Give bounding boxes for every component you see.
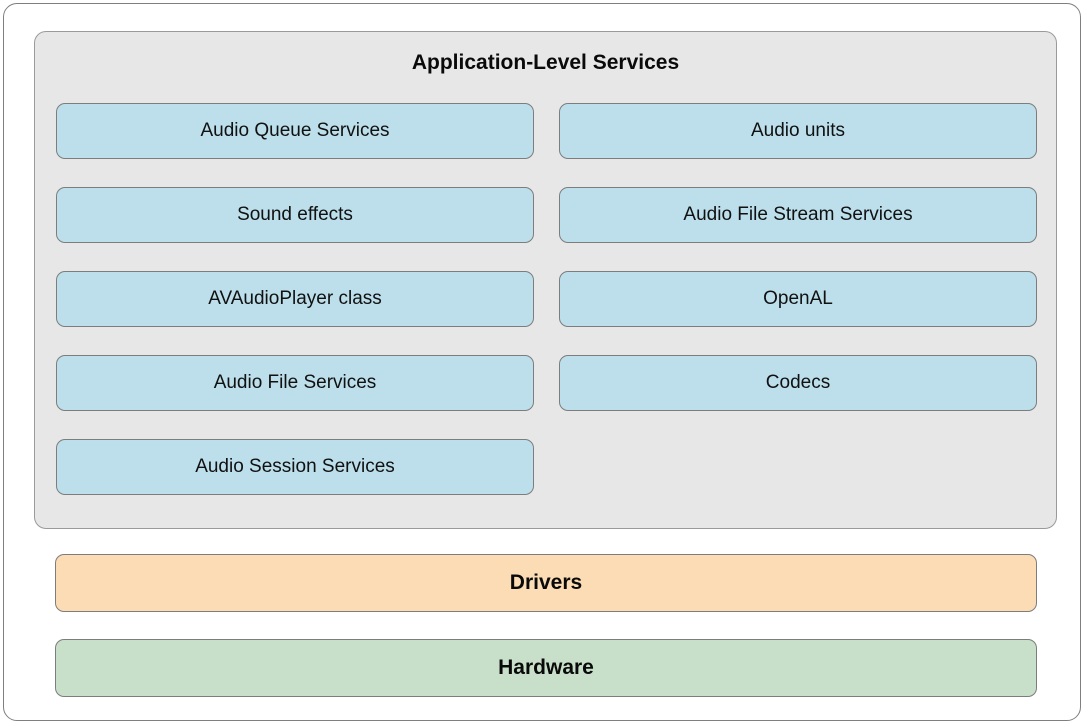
- service-row: AVAudioPlayer class OpenAL: [56, 271, 1037, 355]
- service-row: Sound effects Audio File Stream Services: [56, 187, 1037, 271]
- service-box-avaudioplayer-class[interactable]: AVAudioPlayer class: [56, 271, 534, 327]
- diagram-frame: Application-Level Services Audio Queue S…: [3, 3, 1081, 721]
- service-box-audio-file-services[interactable]: Audio File Services: [56, 355, 534, 411]
- service-box-audio-units[interactable]: Audio units: [559, 103, 1037, 159]
- service-box-placeholder: [559, 439, 1037, 495]
- service-box-audio-queue-services[interactable]: Audio Queue Services: [56, 103, 534, 159]
- application-level-services-panel: Application-Level Services Audio Queue S…: [34, 31, 1057, 529]
- service-box-openal[interactable]: OpenAL: [559, 271, 1037, 327]
- service-box-audio-file-stream-services[interactable]: Audio File Stream Services: [559, 187, 1037, 243]
- layer-box-drivers[interactable]: Drivers: [55, 554, 1037, 612]
- service-box-grid: Audio Queue Services Audio units Sound e…: [56, 103, 1037, 523]
- service-row: Audio Queue Services Audio units: [56, 103, 1037, 187]
- service-box-codecs[interactable]: Codecs: [559, 355, 1037, 411]
- application-level-services-title: Application-Level Services: [411, 51, 680, 74]
- service-box-sound-effects[interactable]: Sound effects: [56, 187, 534, 243]
- service-row: Audio Session Services: [56, 439, 1037, 523]
- layer-box-hardware[interactable]: Hardware: [55, 639, 1037, 697]
- service-box-audio-session-services[interactable]: Audio Session Services: [56, 439, 534, 495]
- service-row: Audio File Services Codecs: [56, 355, 1037, 439]
